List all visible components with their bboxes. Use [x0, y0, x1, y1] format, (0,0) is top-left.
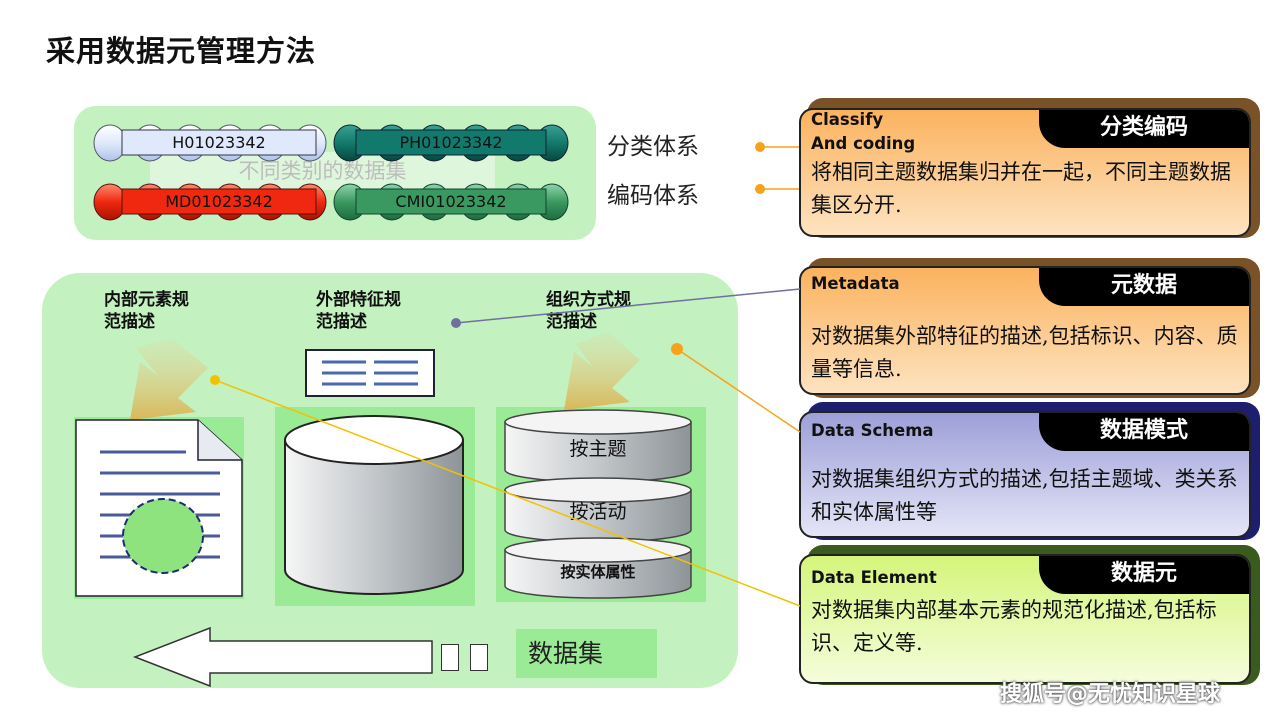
- stack-item-topic: 按主题: [569, 438, 627, 460]
- section-internal-label: 内部元素规 范描述: [104, 289, 189, 333]
- section-internal-line1: 内部元素规: [104, 290, 189, 310]
- card-classify-en-1: Classify: [811, 110, 884, 129]
- section-external-line1: 外部特征规: [316, 290, 401, 310]
- card-schema: 数据模式 Data Schema 对数据集组织方式的描述,包括主题域、类关系和实…: [799, 411, 1251, 538]
- watermark: 搜狐号@无忧知识星球: [1000, 682, 1221, 707]
- cylinder-group-blue: [93, 124, 327, 162]
- card-schema-tab: 数据模式: [1039, 413, 1249, 451]
- square-icon: [470, 644, 488, 671]
- classify-system-label: 分类体系: [607, 134, 699, 160]
- cylinder-group-red: [93, 183, 327, 221]
- card-schema-en: Data Schema: [811, 421, 934, 440]
- card-element-en: Data Element: [811, 568, 937, 587]
- card-metadata: 元数据 Metadata 对数据集外部特征的描述,包括标识、内容、质量等信息.: [799, 266, 1251, 395]
- document-icon: [75, 419, 243, 597]
- card-metadata-en: Metadata: [811, 274, 900, 293]
- code-label-h: H01023342: [172, 133, 266, 152]
- card-schema-text: 对数据集组织方式的描述,包括主题域、类关系和实体属性等: [811, 467, 1238, 524]
- card-classify: 分类编码 Classify And coding 将相同主题数据集归并在一起，不…: [799, 108, 1251, 237]
- card-metadata-tab: 元数据: [1039, 268, 1249, 306]
- square-icon: [441, 644, 459, 671]
- left-arrow-icon: [132, 626, 433, 688]
- section-external-label: 外部特征规 范描述: [316, 289, 401, 333]
- code-label-cmi: CMI01023342: [395, 192, 507, 211]
- code-label-md: MD01023342: [165, 192, 273, 211]
- cylinder-group-teal: [333, 124, 569, 162]
- card-classify-text: 将相同主题数据集归并在一起，不同主题数据集区分开.: [811, 160, 1231, 217]
- arrow-down-left-icon: [130, 338, 208, 420]
- coding-system-label: 编码体系: [607, 183, 699, 209]
- database-icon: [284, 415, 464, 595]
- card-metadata-text: 对数据集外部特征的描述,包括标识、内容、质量等信息.: [811, 324, 1238, 381]
- card-classify-en-2: And coding: [811, 134, 916, 153]
- section-internal-line2: 范描述: [104, 312, 155, 332]
- ghost-caption: 不同类别的数据集: [150, 152, 495, 190]
- cylinder-group-green: [333, 183, 569, 221]
- card-element-text: 对数据集内部基本元素的规范化描述,包括标识、定义等.: [811, 598, 1217, 655]
- code-label-ph: PH01023342: [399, 133, 503, 152]
- card-element: 数据元 Data Element 对数据集内部基本元素的规范化描述,包括标识、定…: [799, 554, 1251, 684]
- stack-item-activity: 按活动: [569, 501, 627, 523]
- card-classify-tab: 分类编码: [1039, 110, 1249, 148]
- page-title: 采用数据元管理方法: [46, 34, 317, 68]
- dataset-label: 数据集: [516, 629, 657, 678]
- card-element-tab: 数据元: [1039, 556, 1249, 594]
- metadata-card-icon: [305, 349, 435, 397]
- arrow-down-left-icon: [564, 332, 640, 410]
- stack-item-entity: 按实体属性: [560, 563, 636, 581]
- section-external-line2: 范描述: [316, 312, 367, 332]
